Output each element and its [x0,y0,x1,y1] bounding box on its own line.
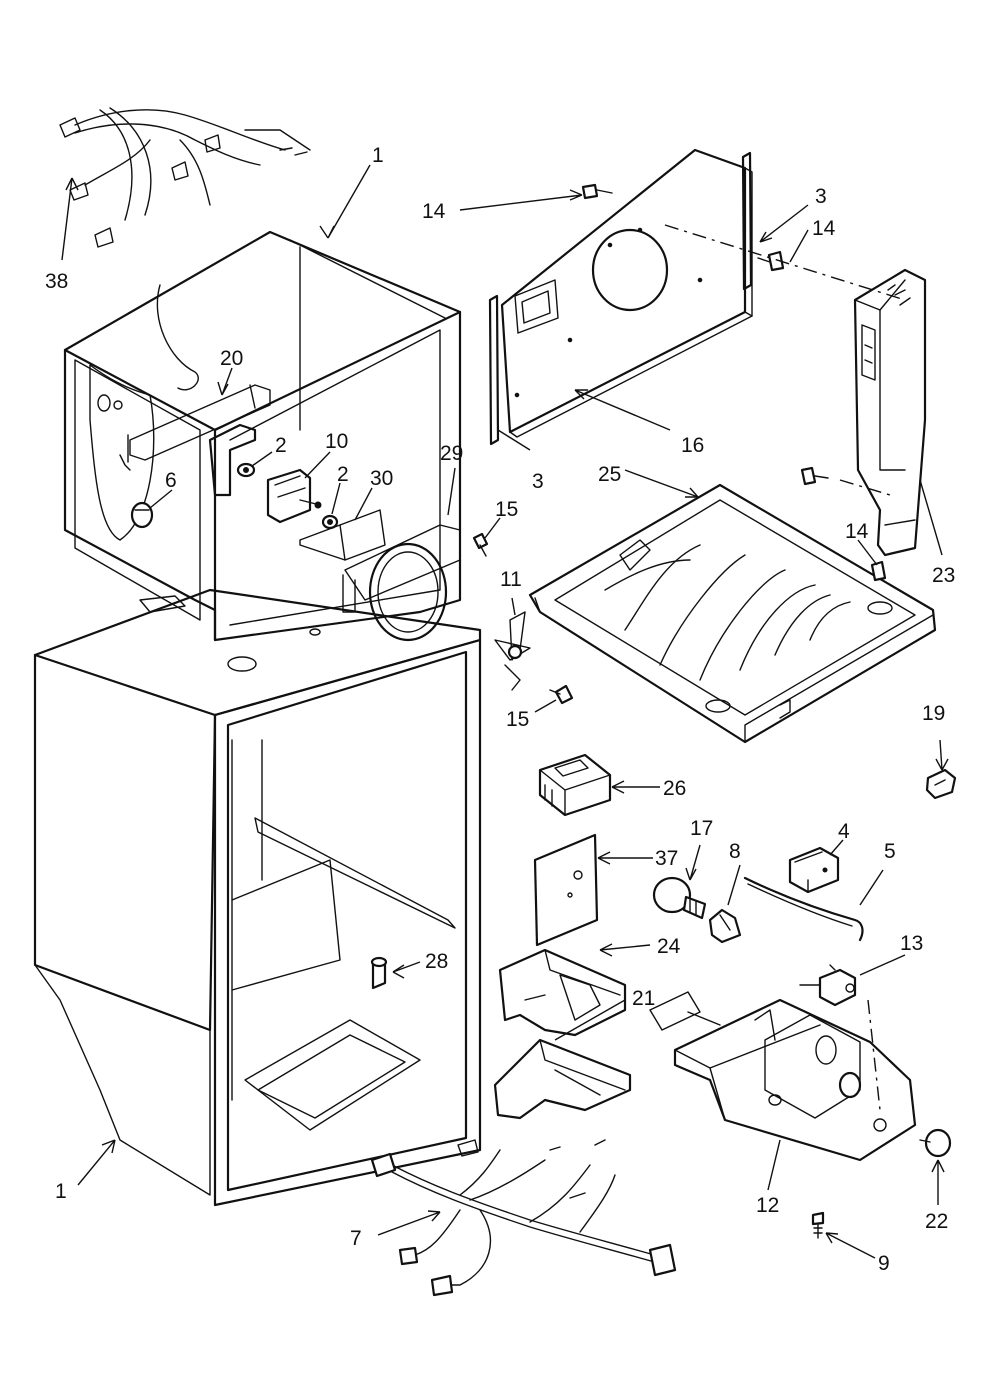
damper-21 [493,1038,632,1120]
callout-26: 26 [663,777,686,800]
callout-19: 19 [922,702,945,725]
bracket-plate [649,991,721,1031]
callout-37: 37 [655,847,678,870]
callout-1-top: 1 [372,144,384,167]
bracket-20 [127,384,271,463]
callout-6: 6 [165,469,177,492]
callout-15-b: 15 [506,708,529,731]
callout-14-c: 14 [845,520,869,543]
callout-16: 16 [681,434,704,457]
callout-2-a: 2 [275,434,287,457]
callout-29: 29 [440,442,463,465]
callout-24: 24 [657,935,681,958]
callout-14-a: 14 [422,200,446,223]
screw-14-d [870,560,887,582]
heater-4 [788,846,840,894]
knob-22 [919,1128,952,1158]
callout-38: 38 [45,270,68,293]
leader-lines [61,164,949,1259]
callout-23: 23 [932,564,955,587]
clip-19 [925,768,957,800]
callout-11: 11 [500,568,522,591]
gasket-3-right [741,151,753,291]
wiring-harness-38 [59,107,311,248]
housing-12 [673,998,917,1162]
screw-14-a [581,183,613,200]
alignment-line-duct [839,479,891,496]
valve-13 [799,964,857,1007]
screw-14-b [757,250,785,272]
callout-3-bottom: 3 [532,470,544,493]
callout-17: 17 [690,817,713,840]
alignment-line-top [664,224,906,301]
screw-9 [811,1211,825,1239]
rear-panel-16 [500,148,753,438]
thermistor-28 [370,956,388,990]
callout-13: 13 [900,932,923,955]
callout-4: 4 [838,820,850,843]
callout-30: 30 [370,467,393,490]
callout-9: 9 [878,1252,890,1275]
gasket-3-left [488,294,500,446]
screw-15-b [549,684,574,705]
fresh-food-liner [33,588,482,1207]
light-housing-24 [498,948,627,1037]
callout-7: 7 [350,1227,362,1250]
callout-12: 12 [756,1194,779,1217]
alignment-line-housing [867,999,881,1111]
freezer-liner [63,230,462,642]
callout-5: 5 [884,840,896,863]
light-shield-8 [708,908,742,944]
callout-20: 20 [220,347,243,370]
callout-3-top: 3 [815,185,827,208]
screw-14-c [800,466,829,486]
freezer-floor-25 [528,483,937,744]
callout-8: 8 [729,840,741,863]
callout-10: 10 [325,430,348,453]
callout-1-bottom: 1 [55,1180,67,1203]
fan-blade-11 [494,611,531,691]
wiring-harness-7 [370,1139,677,1297]
thermostat-10 [266,468,322,524]
knob-6 [130,501,154,529]
callout-labels: 1 1 2 2 3 3 4 5 6 7 8 9 10 11 12 13 14 1… [45,144,955,1275]
fan-shroud-29 [342,524,461,642]
callout-14-b: 14 [812,217,836,240]
callout-22: 22 [925,1210,948,1233]
callout-28: 28 [425,950,448,973]
nut-2-b [321,514,339,530]
callout-15-a: 15 [495,498,518,521]
control-housing [208,423,257,497]
callout-25: 25 [598,463,621,486]
cover-plate-37 [533,833,599,947]
callout-21: 21 [632,987,655,1010]
nut-2-a [236,462,256,478]
light-bulb-17 [652,876,707,920]
air-duct-23 [853,268,927,557]
light-socket-26 [538,753,612,817]
bracket-30 [299,509,386,561]
screw-15-a [472,532,489,557]
callout-2-b: 2 [337,463,349,486]
drain-tube-5 [743,876,864,942]
